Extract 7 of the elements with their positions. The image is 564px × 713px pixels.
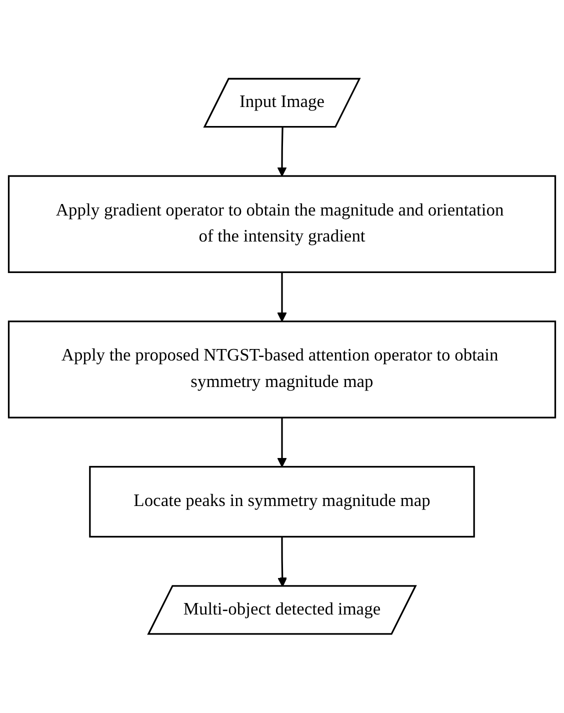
node-box: Apply gradient operator to obtain the magnitude and orientation of the intensity gradient [8, 175, 556, 274]
arrow [278, 536, 288, 587]
arrow [277, 128, 287, 177]
node-box: Locate peaks in symmetry magnitude map [89, 466, 475, 538]
arrow [277, 418, 287, 468]
arrow [277, 272, 287, 322]
node-box: Apply the proposed NTGST-based attention operator to obtain symmetry magnitude map [8, 320, 556, 419]
